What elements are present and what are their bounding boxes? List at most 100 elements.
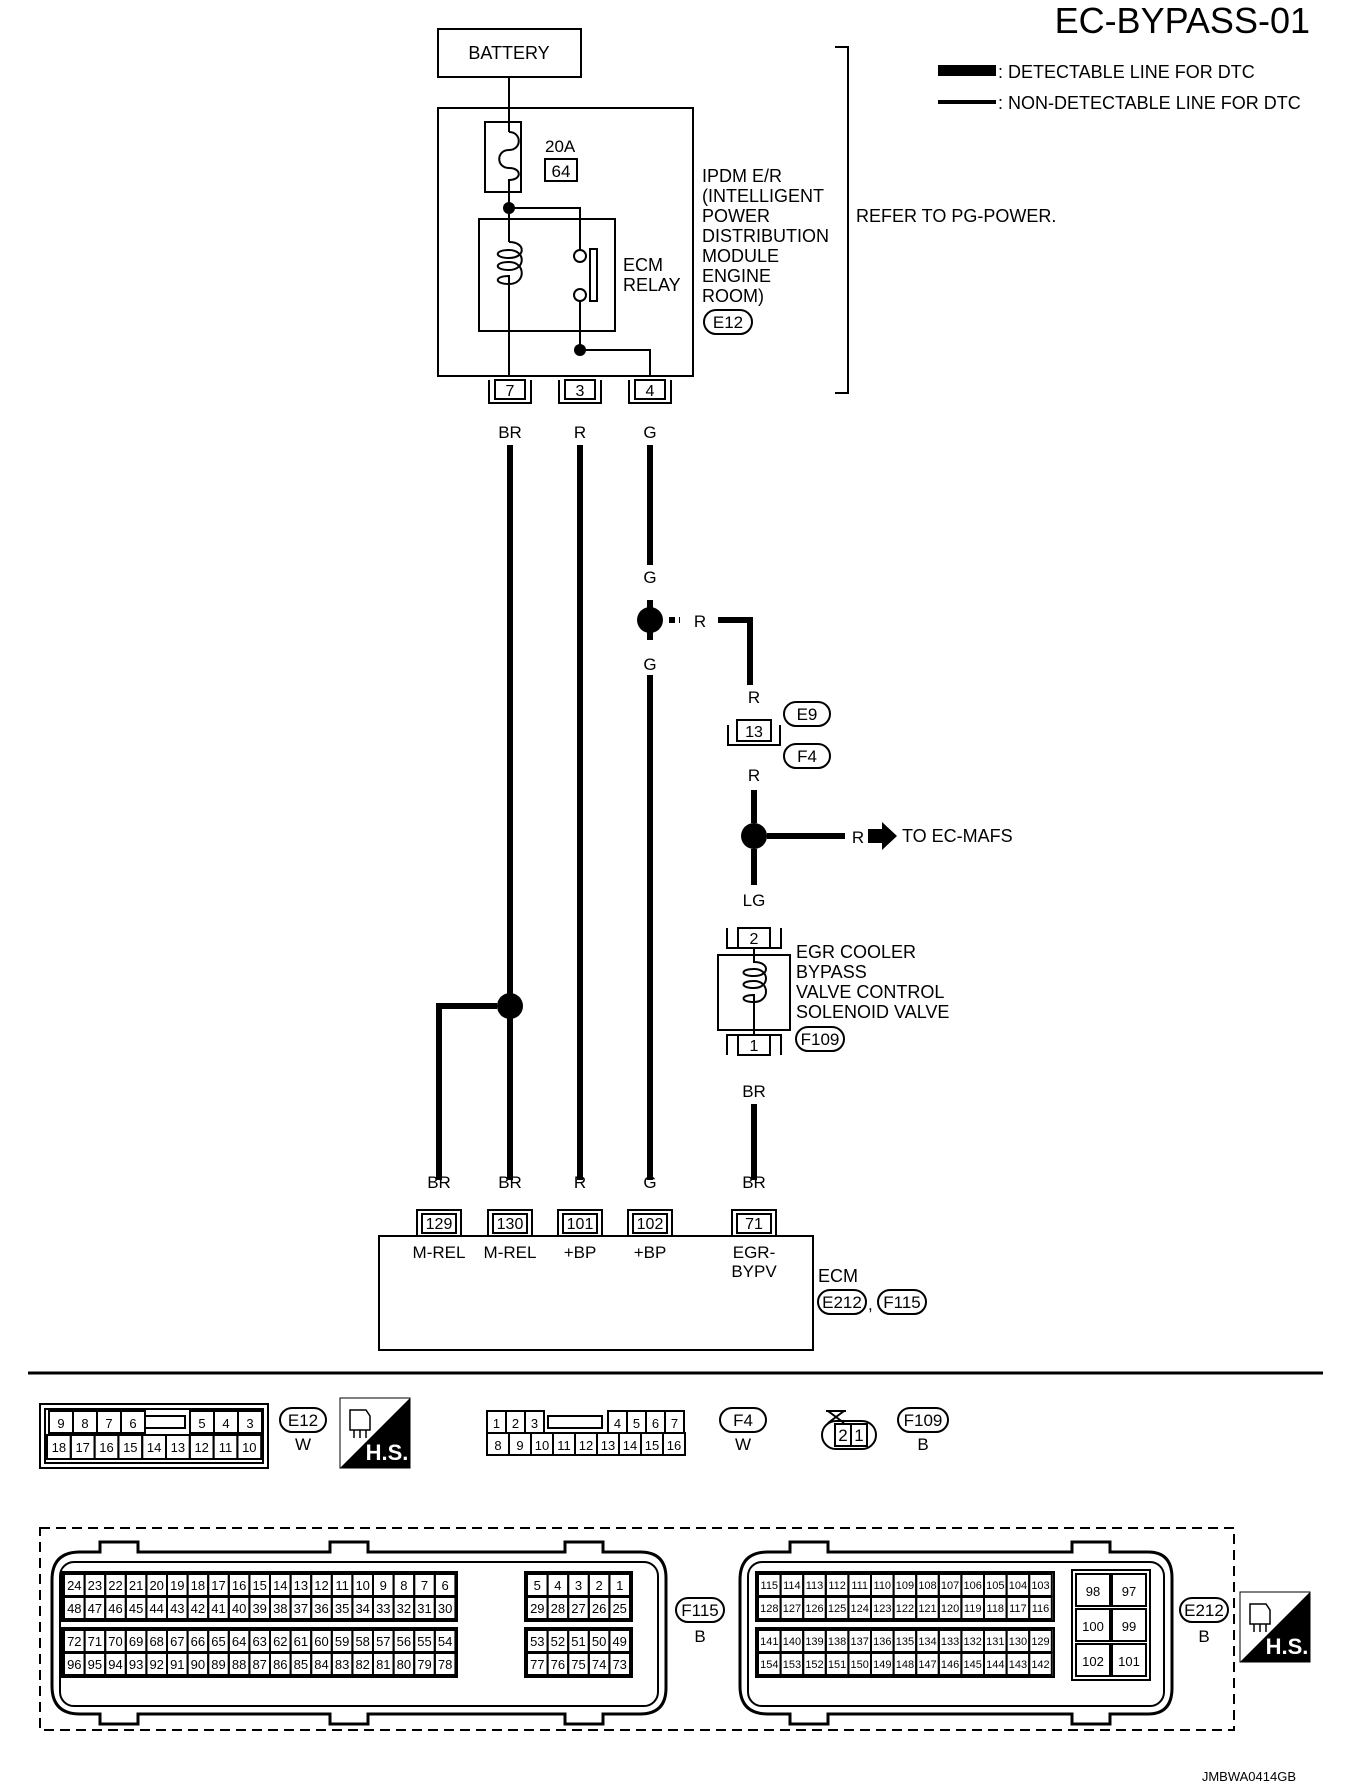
ecm-relay-box (478, 218, 616, 332)
connector-cell-label: 130 (1009, 1636, 1027, 1648)
connector-cell-label: 110 (874, 1580, 892, 1592)
ecm-wire-color-130: BR (498, 1173, 522, 1192)
ipdm-connector-id: E12 (713, 313, 743, 332)
splice-color-g-top: G (643, 568, 656, 587)
connector-cell-label: 116 (1032, 1603, 1050, 1615)
solenoid-label-3: VALVE CONTROL (796, 982, 944, 1002)
fuse-number-box (544, 158, 578, 182)
connector-cell-label: 14 (147, 1440, 161, 1455)
connector-cell-label: 64 (232, 1634, 246, 1649)
connector-cell-label: 10 (242, 1440, 256, 1455)
connector-cell-label: 7 (671, 1416, 678, 1431)
solenoid-coil-icon (742, 948, 767, 1035)
connector-cell-label: 140 (783, 1636, 801, 1648)
connector-cell-label: 68 (149, 1634, 163, 1649)
connector-cell-label: 102 (1082, 1654, 1104, 1669)
connector-cell-label: 135 (896, 1636, 914, 1648)
connector-cell-label: 2 (512, 1416, 519, 1431)
connector-cell-label: 132 (964, 1636, 982, 1648)
connector-cell-label: 9 (380, 1578, 387, 1593)
connector-cell-label: 3 (531, 1416, 538, 1431)
connector-cell-label: 89 (211, 1657, 225, 1672)
connector-cell-label: 4 (614, 1416, 621, 1431)
connector-cell-label: 70 (108, 1634, 122, 1649)
connector-cell-label: 150 (851, 1659, 869, 1671)
ecm-connector-separator: , (868, 1295, 873, 1314)
ecm-pin-name-130: M-REL (484, 1243, 537, 1262)
svg-text:102: 102 (637, 1216, 664, 1233)
connector-e212-color: B (1198, 1627, 1209, 1646)
connector-e12-color: W (295, 1435, 311, 1454)
connector-f115-color: B (694, 1627, 705, 1646)
connector-cell (1111, 1608, 1147, 1642)
connector-cell-label: 85 (294, 1657, 308, 1672)
connector-cell-label: 57 (376, 1634, 390, 1649)
connector-cell-label: 83 (335, 1657, 349, 1672)
connector-cell (236, 1434, 263, 1460)
connector-cell-label: 16 (232, 1578, 246, 1593)
connector-cell-label: 15 (252, 1578, 266, 1593)
wire-r-branch (718, 617, 753, 685)
connector-cell-label: 149 (873, 1659, 891, 1671)
connector-cell-label: 6 (441, 1578, 448, 1593)
connector-cell-label: 76 (551, 1657, 565, 1672)
connector-cell-label: 39 (252, 1601, 266, 1616)
connector-cell-label: 91 (170, 1657, 184, 1672)
connector-cell (1111, 1643, 1147, 1677)
connector-cell (850, 1423, 868, 1447)
connector-cell-label: 34 (355, 1601, 369, 1616)
connector-cell-label: 36 (314, 1601, 328, 1616)
joint-connector-e9 (783, 701, 831, 727)
connector-cell-label: 61 (294, 1634, 308, 1649)
joint-pin: 13 (745, 724, 763, 741)
connector-cell-label: 43 (170, 1601, 184, 1616)
connector-cell-label: 40 (232, 1601, 246, 1616)
svg-text:130: 130 (497, 1216, 524, 1233)
connector-cell-label: 10 (535, 1438, 549, 1453)
connector-cell-label: 5 (633, 1416, 640, 1431)
wire-br-branch (436, 1003, 497, 1180)
ipdm-pin-3: 3 (558, 379, 602, 404)
connector-cell-label: 67 (170, 1634, 184, 1649)
connector-cell-label: 20 (149, 1578, 163, 1593)
connector-cell-label: 28 (551, 1601, 565, 1616)
connector-cell-label: 112 (828, 1580, 846, 1592)
connector-cell-label: 30 (438, 1601, 452, 1616)
connector-cell-label: 126 (805, 1603, 823, 1615)
connector-cell-label: 73 (612, 1657, 626, 1672)
ecm-pin-name-129: M-REL (413, 1243, 466, 1262)
connector-cell-label: 15 (123, 1440, 137, 1455)
connector-cell-label: 17 (75, 1440, 89, 1455)
connector-cell-label: 124 (851, 1603, 869, 1615)
connector-cell-label: 152 (805, 1659, 823, 1671)
ecm-connector-dashed-frame (39, 1527, 1235, 1731)
ecm-relay-label-1: ECM (623, 255, 663, 275)
fuse-box (484, 121, 522, 193)
joint-connector-f4 (783, 743, 831, 769)
connector-cell-label: 120 (941, 1603, 959, 1615)
connector-cell-label: 98 (1086, 1584, 1100, 1599)
svg-text:71: 71 (745, 1216, 763, 1233)
connector-cell-label: 47 (88, 1601, 102, 1616)
connector-cell-label: 1 (493, 1416, 500, 1431)
connector-cell-label: 74 (592, 1657, 606, 1672)
ecm-connector-f115 (877, 1289, 927, 1315)
connector-cell-label: 87 (252, 1657, 266, 1672)
svg-text:1: 1 (750, 1038, 759, 1055)
connector-cell-label: 103 (1031, 1580, 1049, 1592)
connector-cell-label: 129 (1031, 1636, 1049, 1648)
connector-cell-label: 59 (335, 1634, 349, 1649)
ipdm-label-2: (INTELLIGENT (702, 186, 824, 206)
connector-cell-label: 8 (494, 1438, 501, 1453)
connector-cell-label: 48 (67, 1601, 81, 1616)
connector-cell-label: 145 (964, 1659, 982, 1671)
svg-text:4: 4 (646, 383, 655, 400)
solenoid-label-4: SOLENOID VALVE (796, 1002, 949, 1022)
ipdm-label-4: DISTRIBUTION (702, 226, 829, 246)
svg-text:E9: E9 (797, 705, 818, 724)
connector-e12-badge-id: E12 (288, 1411, 318, 1430)
ipdm-pin-4: 4 (628, 379, 672, 404)
